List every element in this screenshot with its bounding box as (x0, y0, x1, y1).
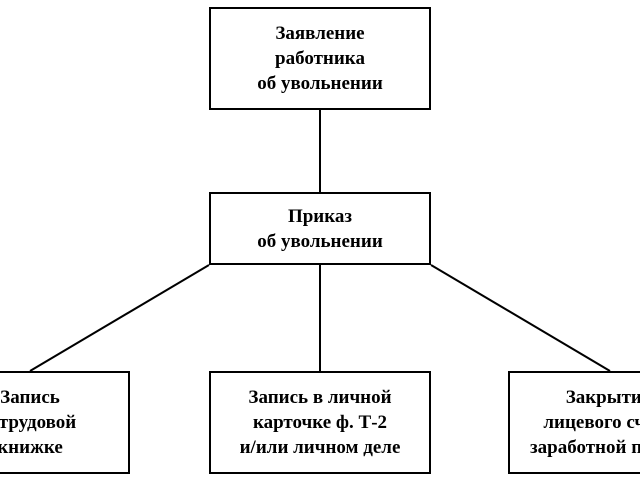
node-trudovaya-line-2: в трудовой (0, 412, 77, 433)
edge-order-schet (430, 264, 611, 372)
node-order-line-2: об увольнении (257, 230, 383, 252)
node-dismissal-order: Приказ об увольнении (209, 192, 431, 265)
node-employee-statement: Заявление работника об увольнении (209, 7, 431, 110)
node-trudovaya-line-1: Запись (0, 387, 60, 408)
node-labor-book-entry: Запись в трудовой книжке (0, 371, 130, 474)
node-payroll-account-closing: Закрытие лицевого счета заработной платы (508, 371, 640, 474)
node-order-line-1: Приказ (287, 205, 353, 227)
node-trudovaya-line-3: книжке (0, 437, 63, 458)
node-statement-line-3: об увольнении (257, 73, 383, 94)
edge-order-trudovaya (29, 264, 210, 372)
node-schet-line-1: Закрытие (565, 387, 640, 408)
node-personal-card-entry: Запись в личной карточке ф. Т-2 и/или ли… (209, 371, 431, 474)
node-statement-line-1: Заявление (275, 23, 365, 44)
node-t2-line-1: Запись в личной (248, 387, 392, 408)
node-t2-line-2: карточке ф. Т-2 (252, 412, 388, 433)
node-statement-line-2: работника (275, 48, 365, 69)
node-schet-line-2: лицевого счета (543, 412, 640, 433)
node-t2-line-3: и/или личном деле (239, 437, 401, 458)
node-schet-line-3: заработной платы (530, 437, 640, 458)
